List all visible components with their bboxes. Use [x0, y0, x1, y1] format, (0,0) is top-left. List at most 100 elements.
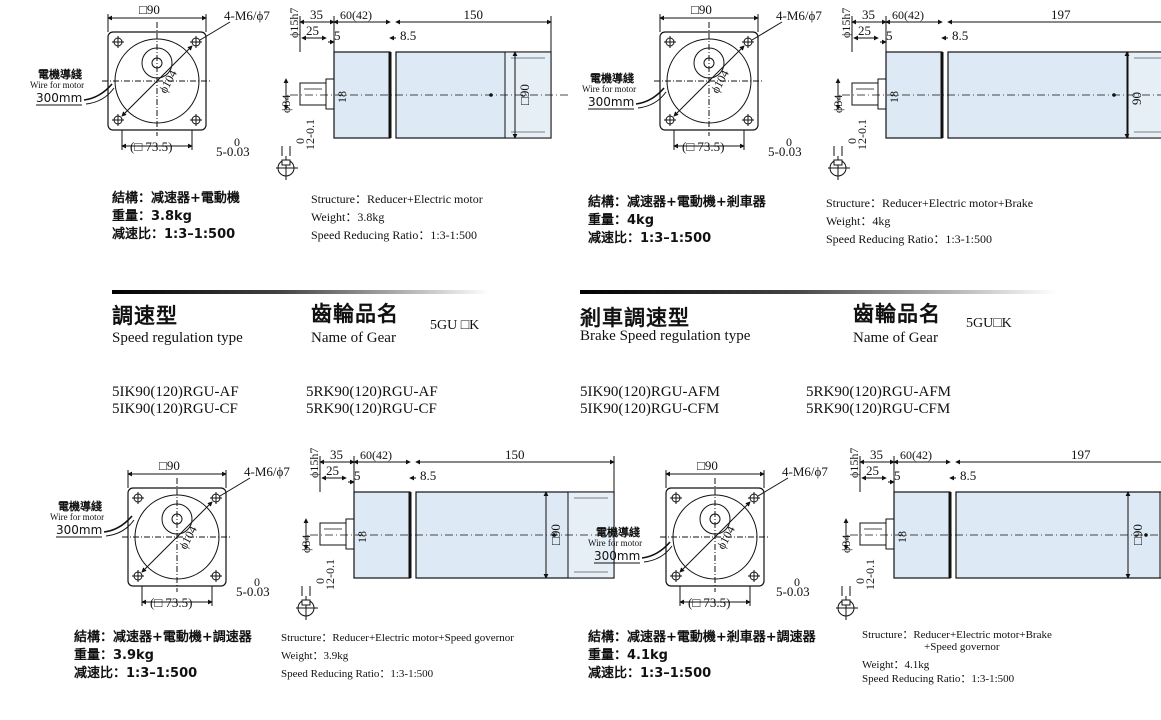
- key-tol-top: 0: [786, 135, 792, 149]
- model-list-left: 5IK90(120)RGU-AF 5IK90(120)RGU-CF: [112, 384, 239, 418]
- spec-structure: 結構：减速器+電動機+剎車器: [588, 195, 766, 210]
- wire-label-en: Wire for motor: [50, 512, 104, 522]
- shaft-dia-label: ϕ15h7: [287, 8, 301, 38]
- dim-8-5: 8.5: [400, 28, 416, 43]
- dim-60-42: 60(42): [340, 8, 372, 22]
- flange-size-label: □90: [139, 2, 160, 17]
- key-tol-top: 0: [794, 575, 800, 589]
- dim-35: 35: [310, 7, 323, 22]
- model-list-right-2: 5RK90(120)RGU-AFM 5RK90(120)RGU-CFM: [806, 384, 951, 418]
- spec-cn-1: 結構：减速器+電動機 重量：3.8kg 减速比：1:3–1:500: [112, 190, 240, 244]
- bolt-pitch-label: (□ 73.5): [150, 595, 193, 610]
- key-height-label: 18: [335, 91, 349, 103]
- bolt-spec-label: 4-M6/ϕ7: [244, 464, 290, 479]
- model-item: 5RK90(120)RGU-AFM: [806, 384, 952, 400]
- spec-weight: 重量：4kg: [588, 213, 654, 228]
- bolt-spec-label: 4-M6/ϕ7: [782, 464, 828, 479]
- output-shaft-side: [299, 82, 327, 106]
- height-label: □90: [548, 524, 563, 545]
- gear-code: 5GU□K: [966, 316, 1012, 331]
- spec-cn-3: 結構：减速器+電動機+調速器 重量：3.9kg 减速比：1:3–1:500: [74, 629, 252, 683]
- dim-8-5: 8.5: [960, 468, 976, 483]
- key-width-label: 5-0.03: [236, 584, 270, 599]
- key-width-label: 5-0.03: [216, 144, 250, 159]
- model-item: 5IK90(120)RGU-AFM: [580, 384, 720, 400]
- bolt-spec-label: 4-M6/ϕ7: [224, 8, 270, 23]
- dim-25: 25: [306, 23, 319, 38]
- bolt-pitch-label: (□ 73.5): [688, 595, 731, 610]
- motor-wire-2: [643, 545, 673, 563]
- motor-wire: [641, 541, 671, 559]
- flange-size-label: □90: [159, 458, 180, 473]
- height-label: □90: [517, 84, 532, 105]
- spec-structure: 結構：减速器+電動機: [112, 191, 240, 206]
- model-item: 5IK90(120)RGU-CF: [112, 401, 238, 417]
- output-shaft-side: [319, 522, 347, 546]
- model-item: 5RK90(120)RGU-AF: [306, 384, 438, 400]
- height-label: □90: [1130, 524, 1145, 545]
- spec-en-2: Structure：Reducer+Electric motor+Brake W…: [826, 194, 1033, 248]
- wire-label-en: Wire for motor: [582, 84, 636, 94]
- spec-ratio: 减速比：1:3–1:500: [112, 227, 236, 242]
- key-tol-top: 0: [254, 575, 260, 589]
- wire-length-label: 300mm: [56, 523, 102, 537]
- shaft-dia-label: ϕ15h7: [839, 8, 853, 38]
- wire-label-en: Wire for motor: [588, 538, 642, 548]
- motor-wire: [103, 515, 133, 533]
- shaft-tol-top: 0: [845, 138, 859, 144]
- model-item: 5IK90(120)RGU-AF: [112, 384, 239, 400]
- dim-body-length: 150: [464, 7, 484, 22]
- dim-8-5: 8.5: [420, 468, 436, 483]
- shaft-tol-top: 0: [293, 138, 307, 144]
- shaft-height-label: 12-0.1: [303, 119, 317, 150]
- spec-structure: 結構：减速器+電動機+剎車器+調速器: [588, 630, 816, 645]
- shaft-height-label: 12-0.1: [855, 119, 869, 150]
- bolt-pitch-label: (□ 73.5): [130, 139, 173, 154]
- spec-weight-en: Weight：4.1kg: [862, 659, 930, 671]
- wire-length-label: 300mm: [588, 95, 634, 109]
- section-title-en: Speed regulation type: [112, 330, 243, 346]
- spec-ratio: 减速比：1:3–1:500: [588, 666, 712, 681]
- dim-60-42: 60(42): [360, 448, 392, 462]
- spec-weight: 重量：3.9kg: [74, 648, 154, 663]
- wire-length-label: 300mm: [594, 549, 640, 563]
- dim-5: 5: [894, 468, 901, 483]
- spec-ratio-en: Speed Reducing Ratio：1:3-1:500: [281, 668, 434, 680]
- gear-name-en: Name of Gear: [311, 330, 396, 346]
- dim-60-42: 60(42): [892, 8, 924, 22]
- spec-structure-en-2: +Speed governor: [924, 641, 1000, 653]
- gear-name-cn: 齒輪品名: [311, 302, 399, 326]
- dim-5: 5: [334, 28, 341, 43]
- spec-structure-en: Structure：Reducer+Electric motor+Brake: [862, 629, 1052, 641]
- spec-structure-en: Structure：Reducer+Electric motor+Speed g…: [281, 632, 514, 644]
- shaft-tol-top: 0: [853, 578, 867, 584]
- height-label: 90: [1129, 92, 1144, 105]
- wire-length-label: 300mm: [36, 91, 82, 105]
- key-tol-top: 0: [234, 135, 240, 149]
- bolt-spec-label: 4-M6/ϕ7: [776, 8, 822, 23]
- flange-size-label: □90: [697, 458, 718, 473]
- dim-25: 25: [326, 463, 339, 478]
- shaft-height-label: 12-0.1: [323, 559, 337, 590]
- dim-60-42: 60(42): [900, 448, 932, 462]
- spec-en-1: Structure：Reducer+Electric motor Weight：…: [311, 190, 483, 244]
- wire-label-cn: 電機導綫: [58, 499, 102, 513]
- spec-weight-en: Weight：3.9kg: [281, 650, 349, 662]
- spec-weight: 重量：3.8kg: [112, 209, 192, 224]
- dim-body-length: 197: [1051, 7, 1071, 22]
- model-item: 5IK90(120)RGU-CFM: [580, 401, 720, 417]
- wire-label-cn: 電機導綫: [38, 67, 82, 81]
- shaft-height-label: 12-0.1: [863, 559, 877, 590]
- motor-wire-2: [637, 91, 667, 109]
- dim-35: 35: [330, 447, 343, 462]
